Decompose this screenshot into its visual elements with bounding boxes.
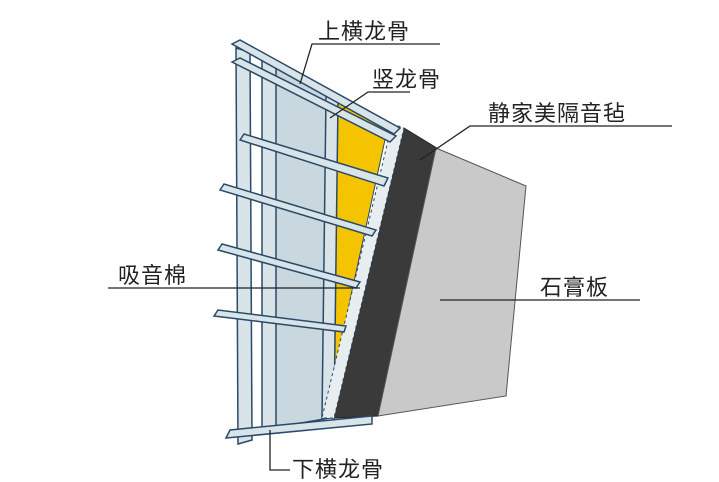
- label-acoustic-felt: 静家美隔音毡: [488, 102, 627, 127]
- label-gypsum-board: 石膏板: [540, 276, 610, 301]
- bottom-track: [224, 415, 373, 439]
- gypsum-board: [377, 147, 527, 417]
- top-track: [230, 39, 402, 135]
- vertical-stud-left: [235, 47, 253, 445]
- horizontal-rail: [212, 309, 348, 333]
- label-bottom-track: 下横龙骨: [292, 458, 385, 482]
- horizontal-rail: [238, 133, 390, 187]
- top-track-lower: [230, 57, 398, 143]
- leader-bottom-track: [269, 430, 290, 471]
- leader-vertical-stud: [329, 91, 410, 119]
- leader-acoustic-felt: [419, 125, 672, 161]
- label-top-track: 上横龙骨: [318, 20, 411, 45]
- leader-top-track: [299, 43, 440, 85]
- horizontal-rail: [216, 243, 362, 289]
- label-vertical-stud: 竖龙骨: [372, 68, 442, 93]
- label-sound-absorbing-wool: 吸音棉: [118, 264, 188, 289]
- horizontal-rail: [218, 183, 378, 237]
- felt-edge-stripe: [321, 123, 405, 419]
- vertical-stud-mid: [261, 56, 277, 435]
